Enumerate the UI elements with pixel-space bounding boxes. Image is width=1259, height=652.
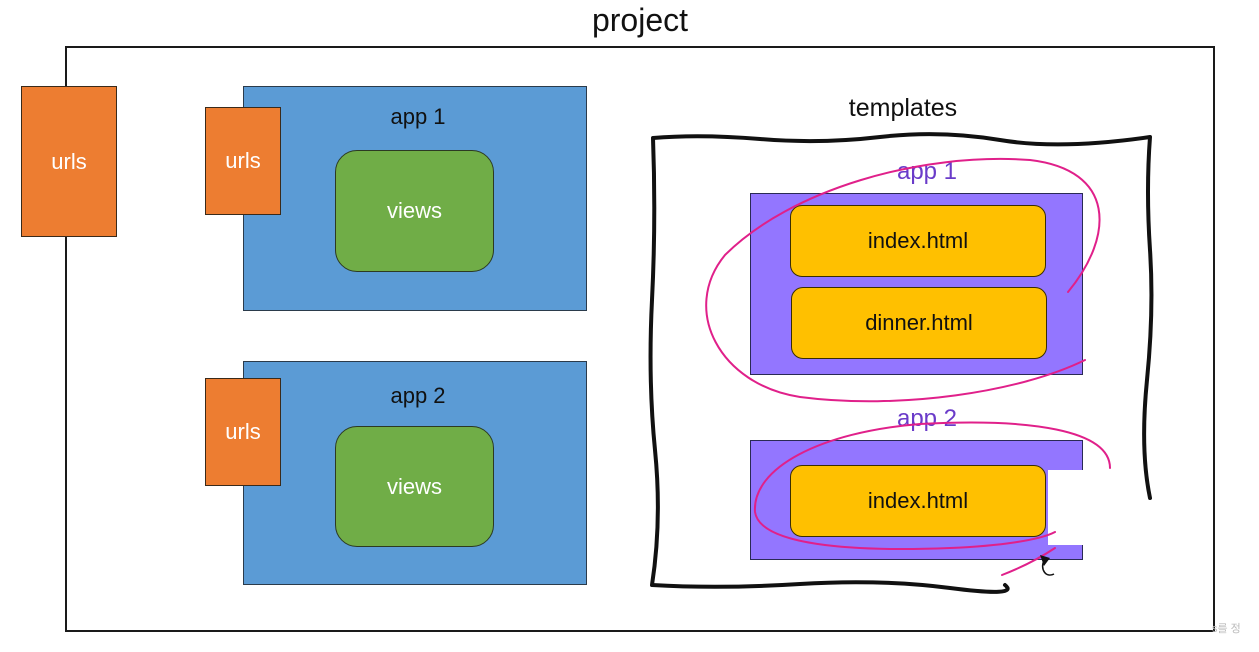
template-file-index-html-1-label: index.html — [867, 228, 969, 253]
app-2-urls-label: urls — [225, 419, 261, 444]
template-file-dinner-html: dinner.html — [791, 287, 1047, 359]
template-file-index-html-2: index.html — [790, 465, 1046, 537]
app-1-urls-label: urls — [225, 148, 261, 173]
app-2-views-box: views — [335, 426, 494, 547]
app-2-views-label: views — [386, 473, 442, 499]
app-1-title: app 1 — [390, 104, 446, 129]
app-2-title: app 2 — [390, 383, 446, 408]
templates-title: templates — [848, 94, 958, 122]
erased-notch — [1048, 470, 1108, 545]
app-1-views-label: views — [386, 198, 442, 223]
root-urls-box: urls — [21, 86, 117, 237]
app-1-urls-box: urls — [205, 107, 281, 215]
root-urls-label: urls — [51, 148, 87, 174]
app-1-views-box: views — [335, 150, 494, 272]
project-frame — [65, 46, 1215, 632]
template-file-dinner-html-label: dinner.html — [865, 310, 973, 335]
project-title: project — [591, 2, 689, 38]
template-file-index-html-2-label: index.html — [867, 488, 969, 513]
template-file-index-html-1: index.html — [790, 205, 1046, 277]
corner-caption: s를 정 — [1212, 623, 1241, 635]
app-2-urls-box: urls — [205, 378, 281, 486]
templates-folder-2-title: app 2 — [896, 405, 958, 432]
